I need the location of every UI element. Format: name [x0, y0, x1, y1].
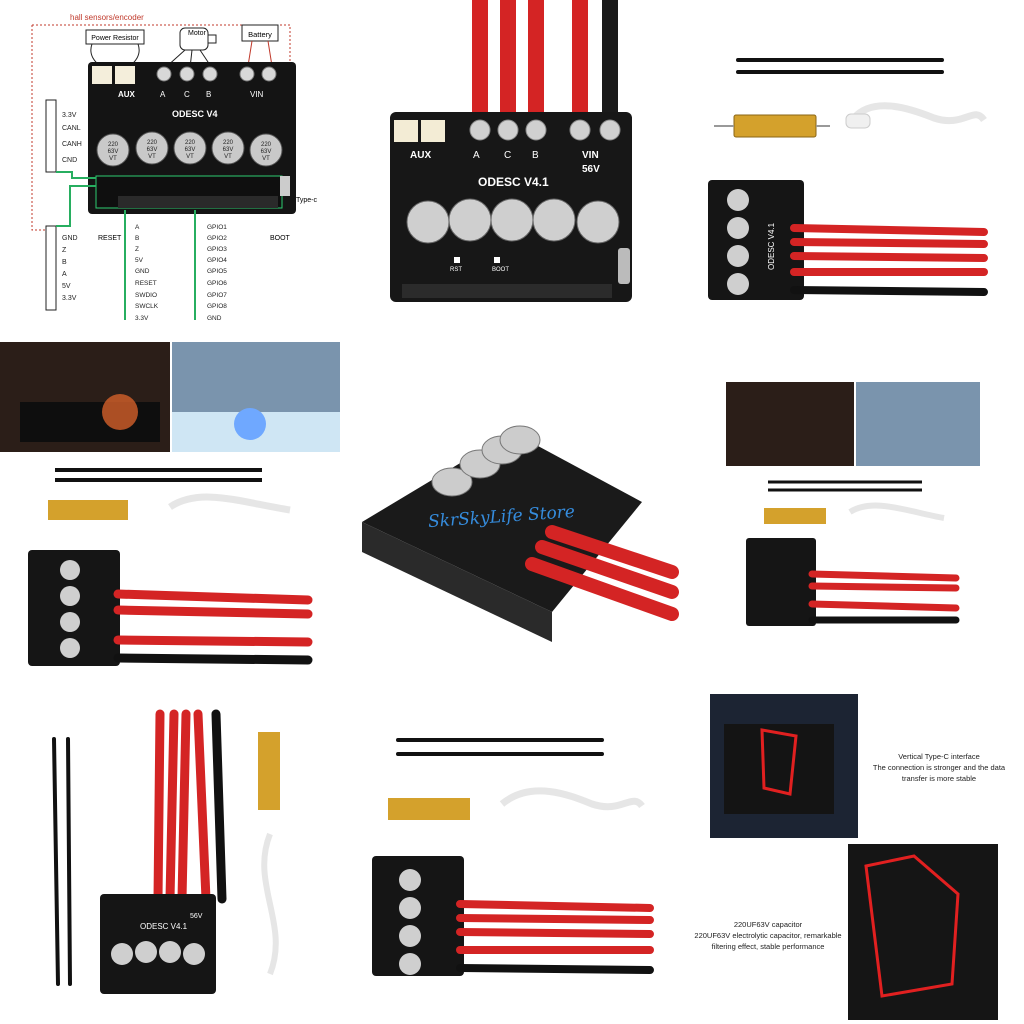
svg-text:5V: 5V	[62, 283, 71, 290]
aux-label: AUX	[410, 150, 431, 161]
svg-text:63V: 63V	[185, 147, 196, 153]
battery-label: Battery	[248, 30, 272, 39]
svg-text:63V: 63V	[108, 149, 119, 155]
board-photo: AUX A C B VIN 56V ODESC V4.1 RST BOOT	[390, 0, 632, 302]
svg-text:ODESC V4.1: ODESC V4.1	[767, 222, 776, 270]
kit-vertical-tile: ODESC V4.1 56V	[0, 684, 340, 1024]
svg-text:220: 220	[108, 142, 119, 148]
svg-text:GPIO1: GPIO1	[207, 224, 227, 231]
svg-text:Z: Z	[62, 247, 67, 254]
phase-b-label: B	[206, 90, 211, 99]
svg-text:B: B	[62, 259, 67, 266]
svg-text:A: A	[135, 224, 140, 231]
kit-vertical-photo: ODESC V4.1 56V	[52, 709, 280, 994]
svg-text:GND: GND	[207, 315, 222, 322]
svg-text:GPIO6: GPIO6	[207, 280, 227, 287]
svg-text:CND: CND	[62, 157, 77, 164]
svg-text:56V: 56V	[190, 913, 203, 920]
svg-text:63V: 63V	[261, 149, 272, 155]
svg-text:B: B	[135, 235, 139, 242]
svg-text:VT: VT	[148, 154, 156, 160]
svg-text:GPIO5: GPIO5	[207, 268, 227, 275]
kit-photo-2	[372, 738, 654, 976]
printer-kit-tile-1	[0, 342, 340, 682]
svg-text:A: A	[473, 150, 480, 161]
svg-text:Z: Z	[135, 246, 139, 253]
svg-text:220: 220	[223, 140, 234, 146]
svg-text:ODESC V4.1: ODESC V4.1	[140, 922, 188, 931]
kit-photo-tile-1: ODESC V4.1	[684, 0, 1024, 340]
feature-photos	[710, 694, 998, 1020]
motor-label: Motor	[188, 30, 207, 37]
wiring-diagram: hall sensors/encoder Power Resistor Moto…	[31, 13, 318, 322]
svg-text:B: B	[532, 150, 539, 161]
svg-text:GPIO4: GPIO4	[207, 257, 227, 264]
kit-photo-tile-2	[342, 684, 682, 1024]
feature-tile: Vertical Type-C interface The connection…	[684, 684, 1024, 1024]
encoder-connector	[45, 225, 57, 311]
angled-board-photo	[362, 425, 679, 642]
svg-text:C: C	[504, 150, 511, 161]
phase-a-label: A	[160, 90, 166, 99]
board-aux-label: AUX	[118, 90, 136, 99]
svg-text:A: A	[62, 271, 67, 278]
voltage-label: 56V	[582, 164, 600, 175]
svg-text:5V: 5V	[135, 257, 144, 264]
svg-text:220: 220	[147, 140, 158, 146]
svg-text:VT: VT	[109, 156, 117, 162]
svg-text:GPIO3: GPIO3	[207, 246, 227, 253]
phase-c-label: C	[184, 90, 190, 99]
hall-label: hall sensors/encoder	[70, 13, 144, 22]
capacitor-caption: 220UF63V capacitor 220UF63V electrolytic…	[694, 920, 842, 951]
kit-photo-1: ODESC V4.1	[708, 58, 988, 300]
svg-text:3.3V: 3.3V	[62, 295, 77, 302]
svg-text:3.3V: 3.3V	[135, 315, 149, 322]
reset-label: RESET	[98, 235, 122, 242]
svg-text:3.3V: 3.3V	[62, 112, 77, 119]
svg-text:CANH: CANH	[62, 141, 82, 148]
typec-caption: Vertical Type-C interface The connection…	[872, 752, 1006, 783]
svg-text:VT: VT	[186, 154, 194, 160]
svg-text:SWDIO: SWDIO	[135, 292, 157, 299]
svg-text:220: 220	[185, 140, 196, 146]
svg-text:63V: 63V	[223, 147, 234, 153]
svg-text:BOOT: BOOT	[492, 267, 509, 273]
can-connector	[45, 99, 57, 173]
svg-text:CANL: CANL	[62, 125, 81, 132]
wiring-diagram-tile: hall sensors/encoder Power Resistor Moto…	[0, 0, 340, 340]
typec-label: Type-c	[296, 197, 318, 204]
svg-text:GPIO7: GPIO7	[207, 292, 227, 299]
svg-text:GPIO8: GPIO8	[207, 303, 227, 310]
board-photo-tile: AUX A C B VIN 56V ODESC V4.1 RST BOOT	[342, 0, 682, 340]
svg-text:SWCLK: SWCLK	[135, 303, 159, 310]
printer-kit-photo-1	[0, 342, 340, 666]
vin-label: VIN	[250, 90, 264, 99]
svg-text:63V: 63V	[147, 147, 158, 153]
svg-text:VT: VT	[224, 154, 232, 160]
power-resistor-label: Power Resistor	[91, 35, 139, 42]
vin-label: VIN	[582, 150, 599, 161]
svg-text:220: 220	[261, 142, 272, 148]
boot-label: BOOT	[270, 235, 291, 242]
board-title: ODESC V4.1	[478, 175, 549, 189]
svg-text:RESET: RESET	[135, 280, 157, 287]
printer-kit-tile-2	[684, 342, 1024, 682]
svg-text:GND: GND	[62, 235, 78, 242]
board-title: ODESC V4	[172, 109, 218, 119]
svg-text:RST: RST	[450, 267, 462, 273]
svg-text:GPIO2: GPIO2	[207, 235, 227, 242]
printer-kit-photo-2	[726, 382, 980, 626]
svg-text:GND: GND	[135, 268, 150, 275]
svg-text:VT: VT	[262, 156, 270, 162]
angled-board-tile: SkrSkyLife Store	[342, 342, 682, 682]
